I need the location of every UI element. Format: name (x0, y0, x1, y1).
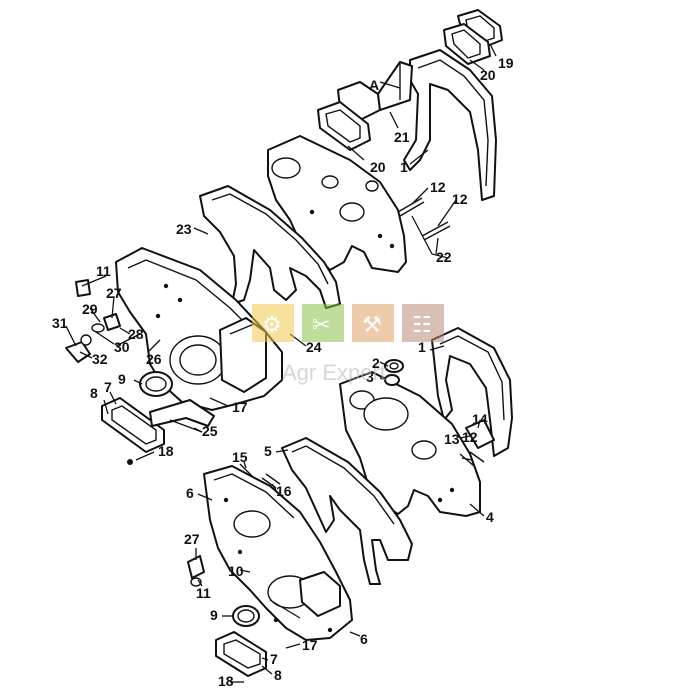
watermark-tile-1 (252, 304, 294, 342)
bolt-15 (239, 463, 253, 477)
callout-9-top: 9 (118, 371, 126, 387)
callout-14: 14 (472, 411, 488, 427)
gasket-23 (199, 185, 341, 309)
callout-3: 3 (366, 369, 374, 385)
callout-8-top: 8 (90, 385, 98, 401)
plate-4 (339, 371, 481, 517)
callout-29: 29 (82, 301, 98, 317)
callout-18-bottom: 18 (218, 673, 234, 689)
seal-9-bottom (232, 605, 260, 627)
watermark-tile-2 (302, 304, 344, 342)
callout-19: 19 (498, 55, 514, 71)
cover-7-8-bottom (215, 631, 267, 677)
callout-30: 30 (114, 339, 130, 355)
tools-icon: ⚒ (362, 313, 382, 338)
timing-housing-left (115, 247, 283, 411)
callout-21: 21 (394, 129, 410, 145)
parts-13-14 (459, 419, 495, 467)
callout-5: 5 (264, 443, 272, 459)
callout-27-top: 27 (106, 285, 122, 301)
callout-8-bottom: 8 (274, 667, 282, 683)
callout-22: 22 (436, 249, 452, 265)
callout-6-bottom: 6 (360, 631, 368, 647)
callout-23: 23 (176, 221, 192, 237)
callout-17-top: 17 (232, 399, 248, 415)
callout-20-top: 20 (480, 67, 496, 83)
seal-9-left (139, 371, 173, 397)
gasket-5 (281, 437, 413, 585)
callout-28: 28 (128, 326, 144, 342)
callout-4: 4 (486, 509, 494, 525)
gasket-1-lower (431, 327, 513, 457)
callout-17-bottom: 17 (302, 637, 318, 653)
watermark: ⚙ ✂ ⚒ ☷ Agr Expert (252, 304, 444, 385)
wrench-icon: ✂ (312, 313, 330, 338)
callout-9-bottom: 9 (210, 607, 218, 623)
cover-plate-20 (317, 101, 371, 151)
timing-cover-6 (203, 465, 353, 641)
leader-lines (65, 43, 497, 683)
tractor-icon: ⚙ (262, 313, 282, 338)
callout-16: 16 (276, 483, 292, 499)
watermark-tile-4 (402, 304, 444, 342)
callout-27-bottom: 27 (184, 531, 200, 547)
callout-24: 24 (306, 339, 322, 355)
callout-31: 31 (52, 315, 68, 331)
callout-26: 26 (146, 351, 162, 367)
small-parts-left (65, 279, 141, 363)
view-label-a: A (369, 77, 379, 93)
cover-7-8-left (101, 397, 165, 465)
callout-25: 25 (202, 423, 218, 439)
callout-labels: A 19 20 21 20 1 12 12 22 23 11 27 29 31 … (52, 55, 514, 689)
washers-2-3 (384, 359, 404, 386)
callout-2: 2 (372, 355, 380, 371)
callout-15: 15 (232, 449, 248, 465)
gasket-1-upper (403, 49, 497, 201)
callout-6-top: 6 (186, 485, 194, 501)
callout-13: 13 (444, 431, 460, 447)
callout-12-b: 12 (452, 191, 468, 207)
callout-1-lower: 1 (418, 339, 426, 355)
callout-7-top: 7 (104, 379, 112, 395)
callout-32: 32 (92, 351, 108, 367)
callout-20-middle: 20 (370, 159, 386, 175)
studs-12 (397, 197, 451, 241)
callout-11-top: 11 (96, 263, 111, 279)
callout-12-a: 12 (430, 179, 446, 195)
callout-18-top: 18 (158, 443, 174, 459)
fence-icon: ☷ (412, 313, 432, 338)
callout-11-bottom: 11 (196, 585, 211, 601)
callout-7-bottom: 7 (270, 651, 278, 667)
strap-25 (149, 399, 215, 427)
watermark-text: Agr Expert (282, 360, 386, 385)
callout-12-lower: 12 (462, 429, 478, 445)
gasket-20-top (443, 23, 491, 65)
callout-10: 10 (228, 563, 244, 579)
small-parts-lower-left (187, 555, 205, 587)
callout-1-top: 1 (400, 159, 408, 175)
watermark-tile-3 (352, 304, 394, 342)
